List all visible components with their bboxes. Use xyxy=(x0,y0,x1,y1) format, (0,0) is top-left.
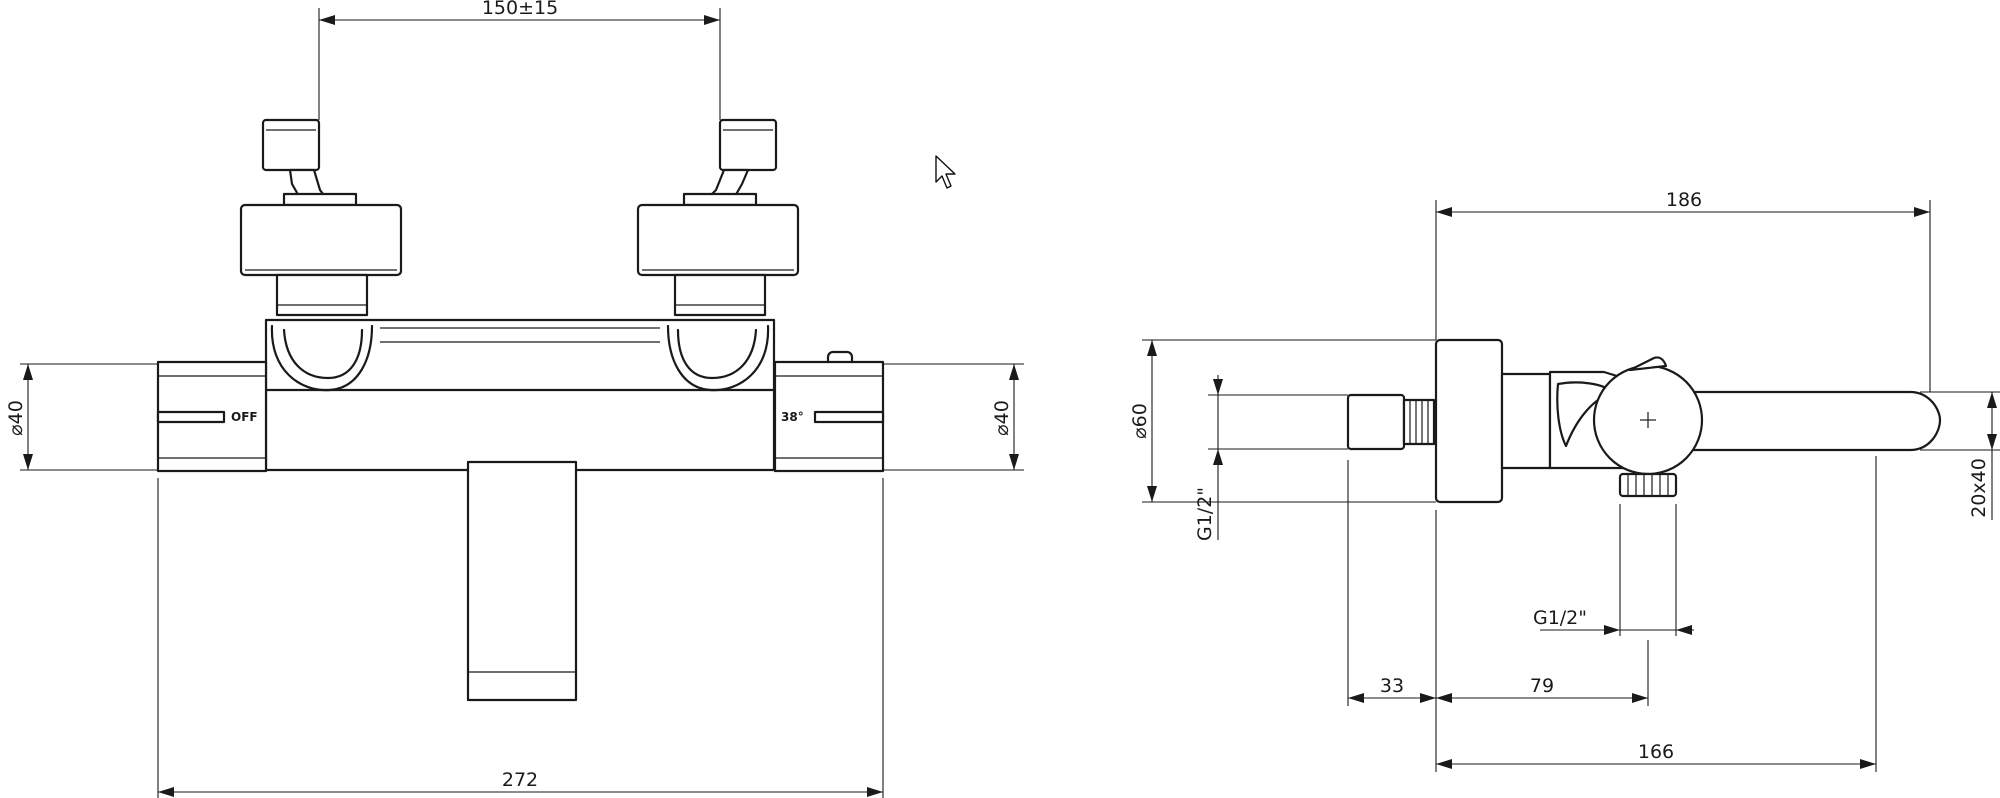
right-inlet-handle xyxy=(682,118,778,207)
left-wall-cap xyxy=(239,203,403,277)
dim-total-depth: 186 xyxy=(1666,189,1702,211)
side-spout xyxy=(1684,390,1942,452)
left-knob-indicator xyxy=(156,410,226,424)
right-knob-mark: 38° xyxy=(781,410,804,424)
dim-left-knob-diameter: ⌀40 xyxy=(5,400,27,436)
left-eccentric-neck xyxy=(275,273,369,317)
right-eccentric-neck xyxy=(673,273,767,317)
right-knob-indicator xyxy=(813,410,885,424)
side-outlet-nut xyxy=(1618,472,1678,498)
dim-spout-reach: 166 xyxy=(1638,741,1674,763)
dim-flange-diameter: ⌀60 xyxy=(1129,403,1151,439)
front-view: OFF 38° 150±15 ⌀40 ⌀40 xyxy=(5,0,1024,798)
mouse-pointer-icon xyxy=(935,155,956,189)
dim-inlet-length: 33 xyxy=(1380,675,1404,697)
dim-spout-section: 20x40 xyxy=(1968,458,1990,518)
dim-outlet-thread: G1/2" xyxy=(1533,607,1587,629)
side-inlet-thread xyxy=(1402,398,1436,446)
dim-inlet-thread: G1/2" xyxy=(1194,487,1216,541)
right-wall-cap xyxy=(636,203,800,277)
side-view: 186 ⌀60 G1/2" G1/2" 33 79 xyxy=(1129,189,2000,772)
dim-right-knob-diameter: ⌀40 xyxy=(991,400,1013,436)
dim-outlet-offset: 79 xyxy=(1530,675,1554,697)
dim-inlet-spacing: 150±15 xyxy=(482,0,558,19)
side-inlet-connector xyxy=(1346,393,1406,451)
left-inlet-handle xyxy=(261,118,358,207)
front-spout xyxy=(466,460,578,702)
left-knob-mark: OFF xyxy=(231,410,258,424)
side-wall-flange xyxy=(1434,338,1504,504)
dim-overall-width: 272 xyxy=(502,769,538,791)
